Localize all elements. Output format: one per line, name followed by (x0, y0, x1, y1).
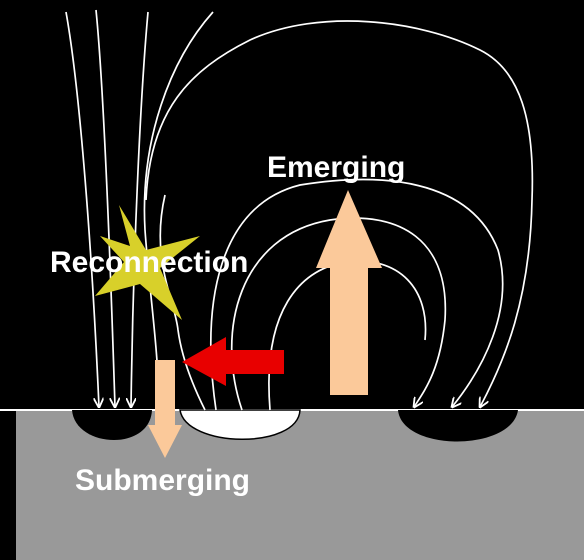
submerging-label: Submerging (75, 464, 250, 497)
open-field-lines (66, 10, 213, 408)
reconnection-label: Reconnection (50, 246, 248, 279)
emerging-label: Emerging (267, 151, 405, 184)
